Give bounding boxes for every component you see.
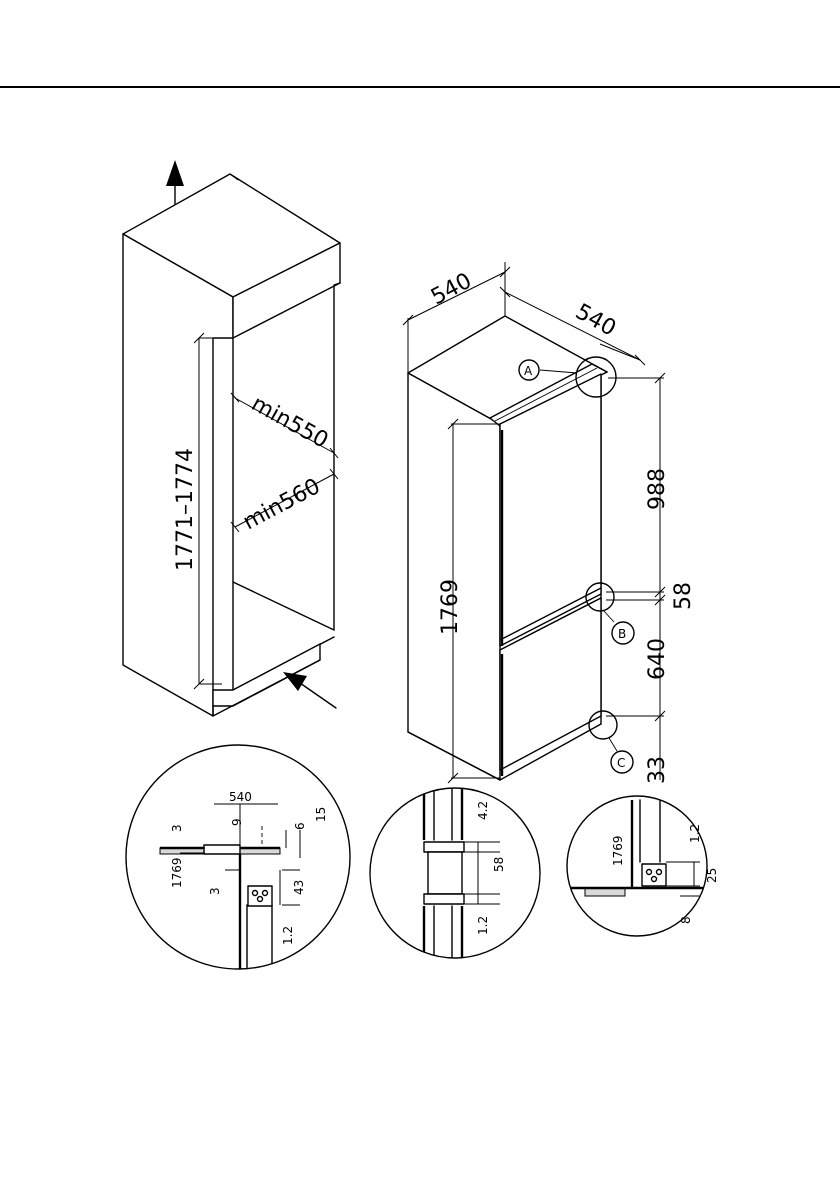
detail-a-3-side-label: 3 — [208, 887, 222, 895]
niche-width-label: min560 — [239, 474, 324, 535]
detail-c-25-label: 25 — [705, 868, 719, 883]
air-inlet-arrow — [283, 672, 336, 708]
door-gap-label: 58 — [671, 582, 696, 610]
niche-depth-label: min550 — [247, 391, 332, 453]
detail-a-height-label: 1769 — [170, 857, 184, 888]
appliance-height-label: 1769 — [438, 579, 463, 635]
detail-a-width-label: 540 — [229, 790, 252, 804]
callout-b-label: B — [618, 627, 626, 641]
callout-a-label: A — [524, 364, 533, 378]
callout-c-label: C — [617, 756, 625, 770]
detail-a-9-label: 9 — [230, 818, 244, 826]
upper-door-label: 988 — [645, 468, 670, 510]
detail-a — [126, 745, 350, 975]
detail-a-3-top-label: 3 — [170, 824, 184, 832]
detail-a-43-label: 43 — [292, 880, 306, 895]
callout-c-marker — [589, 711, 633, 773]
detail-c-8-label: 8 — [679, 916, 693, 924]
base-height-label: 33 — [645, 756, 670, 784]
detail-c — [567, 796, 707, 936]
detail-a-6-label: 6 — [293, 822, 307, 830]
detail-b — [370, 785, 540, 960]
lower-door-label: 640 — [645, 638, 670, 680]
niche-height-label: 1771–1774 — [173, 448, 198, 571]
detail-a-15-label: 15 — [314, 807, 328, 822]
detail-a-12-label: 1.2 — [281, 926, 295, 945]
detail-c-12-label: 1.2 — [688, 824, 702, 843]
detail-b-12-label: 1.2 — [476, 916, 490, 935]
detail-b-42-label: 4.2 — [476, 801, 490, 820]
appliance-width-label: 540 — [427, 269, 476, 311]
appliance-depth-label: 540 — [571, 299, 620, 341]
detail-c-height-label: 1769 — [611, 835, 625, 866]
detail-b-58-label: 58 — [492, 857, 506, 872]
appliance-body — [408, 316, 607, 780]
